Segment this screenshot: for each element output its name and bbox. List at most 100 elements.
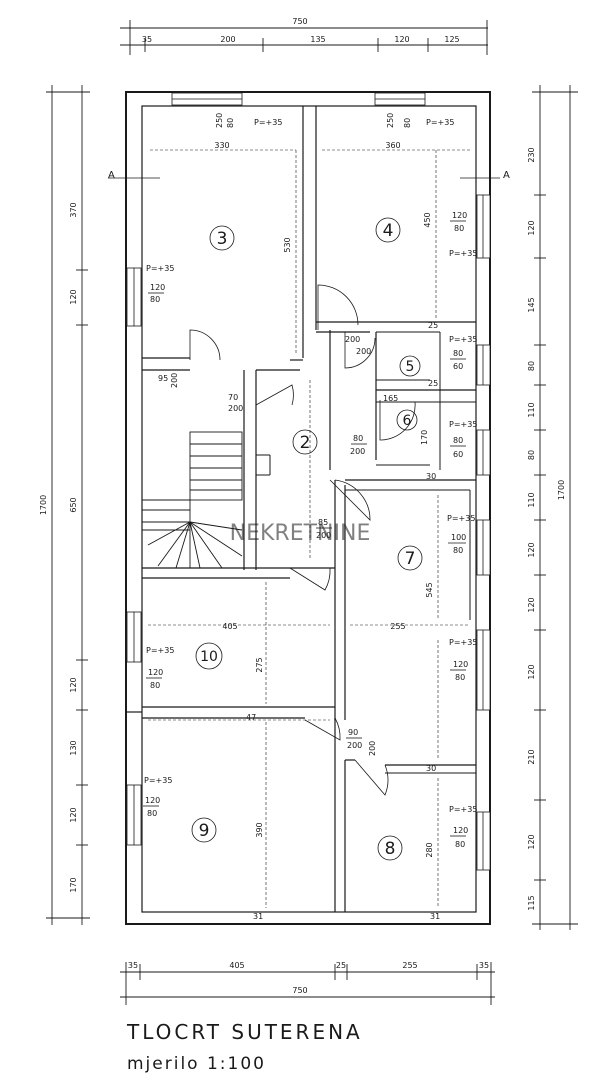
win-6-80: 80 xyxy=(453,436,463,445)
dim-top-5: 125 xyxy=(444,35,459,44)
room-6-label: 6 xyxy=(396,409,418,431)
svg-text:9: 9 xyxy=(199,821,210,841)
parapet-9: P=+35 xyxy=(144,776,172,785)
dim-right-13: 115 xyxy=(527,895,536,910)
dim-right-5: 110 xyxy=(527,402,536,417)
door-6-80: 80 xyxy=(353,434,363,443)
dim-right-4: 80 xyxy=(527,361,536,371)
small-47: 47 xyxy=(246,713,256,722)
room-annotations: 330 360 530 450 405 275 255 545 390 280 … xyxy=(143,113,477,921)
dim-right-7: 110 xyxy=(527,492,536,507)
win-bot-4: 80 xyxy=(403,118,412,128)
small-30-b: 30 xyxy=(426,764,436,773)
dim-bot-2: 405 xyxy=(229,961,244,970)
parapet-10: P=+35 xyxy=(146,646,174,655)
room-9-label: 9 xyxy=(191,817,217,843)
dim-top-3: 135 xyxy=(310,35,325,44)
dim-bot-1: 35 xyxy=(128,961,138,970)
section-mark-left: A xyxy=(108,170,115,181)
dim-right-1: 230 xyxy=(527,147,536,162)
win-10-80: 80 xyxy=(150,681,160,690)
parapet-4: P=+35 xyxy=(426,118,454,127)
svg-text:6: 6 xyxy=(403,413,412,429)
small-31-b: 31 xyxy=(430,912,440,921)
dim-right-10: 120 xyxy=(527,664,536,679)
dim-top-4: 120 xyxy=(394,35,409,44)
win-10-120: 120 xyxy=(148,668,163,677)
dim-left-6: 120 xyxy=(69,807,78,822)
win-top-3: 250 xyxy=(215,113,224,128)
r7-height: 545 xyxy=(425,582,434,597)
dim-left-2: 120 xyxy=(69,289,78,304)
win-7b-120: 120 xyxy=(453,660,468,669)
dim-right-12: 120 xyxy=(527,834,536,849)
door-7-200: 200 xyxy=(316,531,331,540)
parapet-3-left: P=+35 xyxy=(146,264,174,273)
dim-right-2: 120 xyxy=(527,220,536,235)
win-6-60: 60 xyxy=(453,450,463,459)
svg-text:7: 7 xyxy=(405,549,416,569)
plan-title: TLOCRT SUTERENA xyxy=(127,1020,363,1044)
parapet-5: P=+35 xyxy=(449,335,477,344)
room-7-label: 7 xyxy=(397,545,423,571)
win-bot-3: 80 xyxy=(226,118,235,128)
win-top-4: 250 xyxy=(386,113,395,128)
dim-top-1: 35 xyxy=(142,35,152,44)
dim-right-total: 1700 xyxy=(557,480,566,500)
svg-text:3: 3 xyxy=(217,229,228,249)
dim-left-5: 130 xyxy=(69,740,78,755)
small-31: 31 xyxy=(253,912,263,921)
room-numbers: 3 4 2 5 6 7 10 9 xyxy=(191,217,423,861)
dim-bot-3: 25 xyxy=(336,961,346,970)
dim-right-3: 145 xyxy=(527,297,536,312)
win-3-left-80: 80 xyxy=(150,295,160,304)
small-25-a: 25 xyxy=(428,321,438,330)
top-dimension-chain: 750 35 200 135 120 125 xyxy=(120,17,488,55)
win-8-80: 80 xyxy=(455,840,465,849)
win-5-60: 60 xyxy=(453,362,463,371)
win-4-120: 120 xyxy=(452,211,467,220)
win-4-80: 80 xyxy=(454,224,464,233)
win-9-80: 80 xyxy=(147,809,157,818)
room-10-label: 10 xyxy=(195,642,223,670)
dashed-lines xyxy=(148,149,470,908)
bottom-dimension-chain: 35 405 25 255 35 750 xyxy=(120,961,495,1005)
room-4-label: 4 xyxy=(375,217,401,243)
svg-text:4: 4 xyxy=(383,221,394,241)
outer-walls xyxy=(125,91,491,925)
dim-top-2: 200 xyxy=(220,35,235,44)
room-2-label: 2 xyxy=(292,429,318,455)
win-7-100: 100 xyxy=(451,533,466,542)
dim-right-11: 210 xyxy=(527,749,536,764)
watermark: NEKRETNINE xyxy=(230,521,371,546)
small-30: 30 xyxy=(426,472,436,481)
interior-walls xyxy=(126,106,476,912)
r4-width: 360 xyxy=(385,141,400,150)
dim-left-4: 120 xyxy=(69,677,78,692)
parapet-7: P=+35 xyxy=(447,514,475,523)
dim-left-1: 370 xyxy=(69,202,78,217)
room-5-label: 5 xyxy=(399,355,421,377)
small-25-b: 25 xyxy=(428,379,438,388)
parapet-8: P=+35 xyxy=(449,805,477,814)
room-3-label: 3 xyxy=(209,225,235,251)
dim-bot-5: 35 xyxy=(479,961,489,970)
r3-width: 330 xyxy=(214,141,229,150)
r3-height: 530 xyxy=(283,237,292,252)
parapet-7b: P=+35 xyxy=(449,638,477,647)
door-8-90: 90 xyxy=(348,728,358,737)
door-stair-200: 200 xyxy=(228,404,243,413)
door-2-b: 200 xyxy=(356,347,371,356)
small-170: 170 xyxy=(420,430,429,445)
win-7-80: 80 xyxy=(453,546,463,555)
svg-text:10: 10 xyxy=(200,649,218,665)
plan-scale: mjerilo 1:100 xyxy=(127,1054,266,1074)
right-dimension-chain: 1700 230 120 145 80 110 80 110 120 120 1… xyxy=(527,85,578,930)
r7-width: 255 xyxy=(390,622,405,631)
door-swings xyxy=(189,284,416,796)
dim-right-6: 80 xyxy=(527,450,536,460)
r10-height: 275 xyxy=(255,657,264,672)
door-3-95: 95 xyxy=(158,374,168,383)
section-mark-right: A xyxy=(503,170,510,181)
dim-left-7: 170 xyxy=(69,877,78,892)
